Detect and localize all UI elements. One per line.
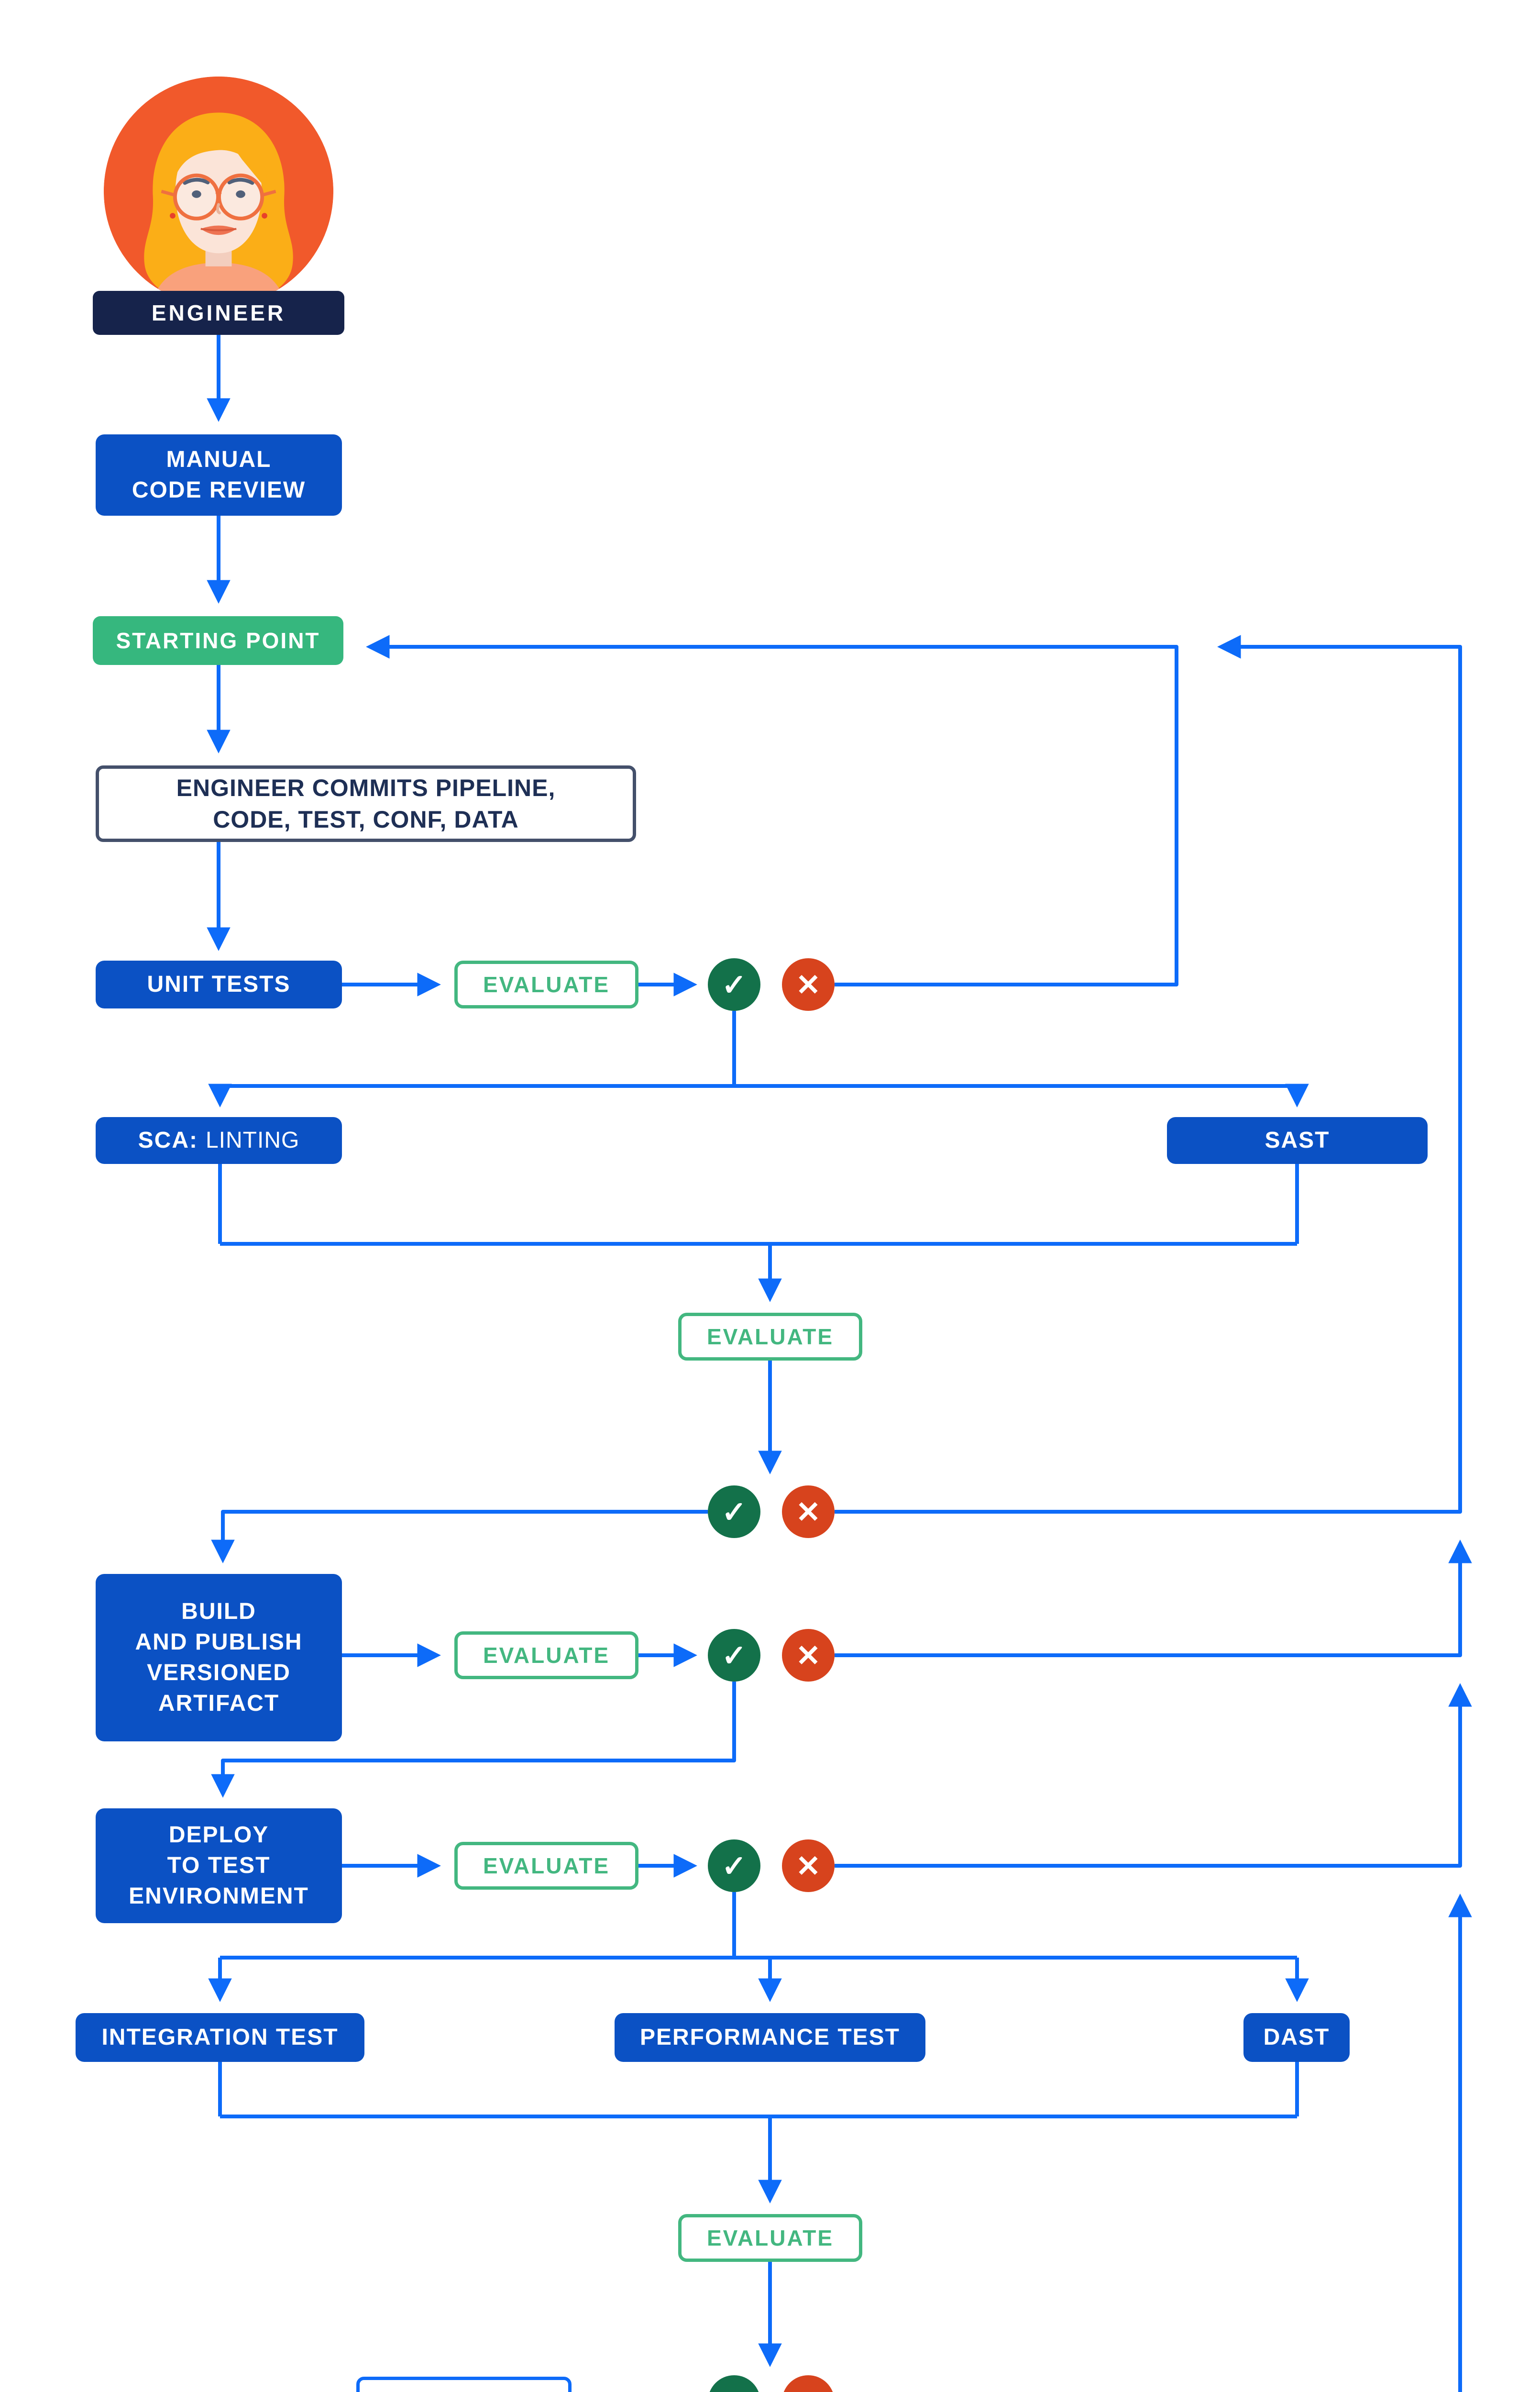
commit-line-1: ENGINEER COMMITS PIPELINE, — [176, 775, 556, 801]
node-evaluate-3: EVALUATE — [454, 1631, 638, 1679]
node-manual-code-review: MANUAL CODE REVIEW — [96, 434, 342, 516]
node-engineer-commits: ENGINEER COMMITS PIPELINE, CODE, TEST, C… — [96, 765, 636, 842]
evaluate-text: EVALUATE — [706, 2226, 834, 2250]
node-sca-linting: SCA: LINTING — [96, 1117, 342, 1164]
evaluate-text: EVALUATE — [483, 1643, 610, 1668]
commit-line-2: CODE, TEST, CONF, DATA — [213, 806, 519, 833]
manual-line-1: MANUAL — [166, 447, 272, 472]
x-icon: ✕ — [782, 1485, 835, 1538]
check-icon: ✓ — [708, 958, 760, 1011]
evaluate-text: EVALUATE — [706, 1324, 834, 1349]
node-evaluate-5: EVALUATE — [678, 2214, 862, 2262]
check-icon: ✓ — [708, 1629, 760, 1682]
starting-point-text: STARTING POINT — [116, 628, 320, 653]
evaluate-text: EVALUATE — [483, 1853, 610, 1878]
x-icon: ✕ — [782, 958, 835, 1011]
check-icon: ✓ — [708, 1839, 760, 1892]
sca-prefix: SCA: — [138, 1128, 198, 1153]
deploy-line-2: TO TEST — [167, 1853, 271, 1878]
build-line-4: ARTIFACT — [158, 1691, 280, 1716]
performance-test-text: PERFORMANCE TEST — [639, 2025, 900, 2050]
build-line-3: VERSIONED — [147, 1660, 291, 1685]
build-line-2: AND PUBLISH — [135, 1629, 303, 1655]
x-icon: ✕ — [782, 1839, 835, 1892]
sast-text: SAST — [1265, 1128, 1330, 1153]
node-performance-test: PERFORMANCE TEST — [615, 2013, 925, 2062]
manual-line-2: CODE REVIEW — [132, 477, 306, 503]
node-evaluate-2: EVALUATE — [678, 1313, 862, 1361]
node-evaluate-4: EVALUATE — [454, 1842, 638, 1890]
evaluate-text: EVALUATE — [483, 972, 610, 997]
node-deploy-test: DEPLOY TO TEST ENVIRONMENT — [96, 1808, 342, 1923]
node-sast: SAST — [1167, 1117, 1428, 1164]
unit-tests-text: UNIT TESTS — [147, 972, 291, 997]
deploy-line-1: DEPLOY — [168, 1822, 269, 1848]
integration-test-text: INTEGRATION TEST — [101, 2025, 339, 2050]
build-line-1: BUILD — [181, 1599, 256, 1624]
engineer-label: ENGINEER — [93, 291, 344, 335]
engineer-label-text: ENGINEER — [151, 300, 286, 325]
x-icon: ✕ — [782, 1629, 835, 1682]
sca-rest: LINTING — [205, 1128, 300, 1153]
check-icon: ✓ — [708, 1485, 760, 1538]
node-integration-test: INTEGRATION TEST — [76, 2013, 364, 2062]
dast-text: DAST — [1263, 2025, 1330, 2050]
node-dast: DAST — [1243, 2013, 1350, 2062]
node-evaluate-1: EVALUATE — [454, 961, 638, 1008]
engineer-avatar — [103, 76, 334, 307]
deploy-line-3: ENVIRONMENT — [129, 1883, 309, 1909]
node-starting-point: STARTING POINT — [93, 616, 343, 665]
node-unit-tests: UNIT TESTS — [96, 961, 342, 1008]
next-phase-text: NEXT PHASE — [389, 2389, 539, 2392]
node-next-phase: NEXT PHASE — [356, 2377, 572, 2392]
node-build-artifact: BUILD AND PUBLISH VERSIONED ARTIFACT — [96, 1574, 342, 1741]
